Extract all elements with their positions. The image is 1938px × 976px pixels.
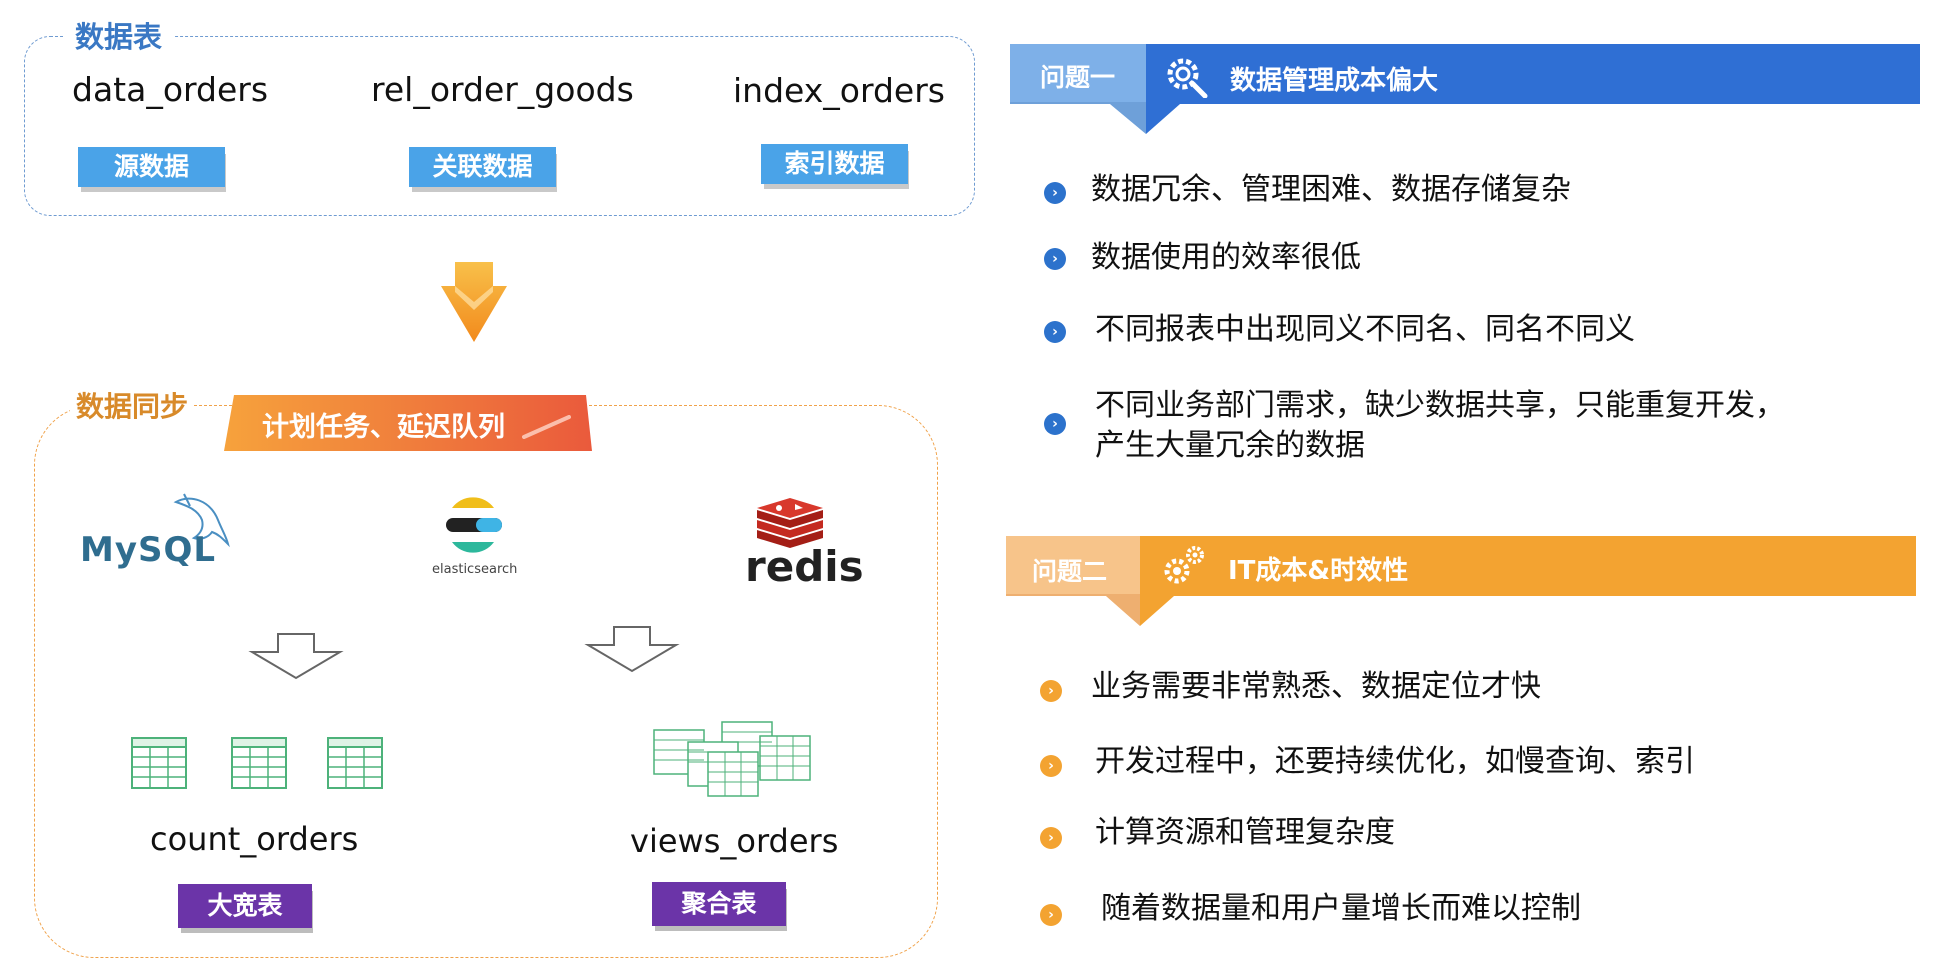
sync-box — [34, 405, 938, 958]
redis-icon — [757, 498, 823, 548]
problem-two-bullet-3: 计算资源和管理复杂度 — [1095, 815, 1395, 850]
bullet-icon: › — [1044, 248, 1066, 270]
elasticsearch-logo: elasticsearch — [432, 494, 552, 584]
problem-one-bullet-2: 数据使用的效率很低 — [1091, 240, 1361, 275]
mysql-logo: MySQL — [80, 492, 240, 582]
problem-two-bullet-2: 开发过程中，还要持续优化，如慢查询、索引 — [1095, 744, 1695, 779]
problem-two-title: IT成本&时效性 — [1228, 556, 1409, 586]
table-name-index-orders: index_orders — [733, 71, 945, 110]
tables-box — [24, 36, 975, 216]
elasticsearch-logo-text: elasticsearch — [432, 562, 518, 577]
bullet-icon: › — [1040, 827, 1062, 849]
tables-section-title: 数据表 — [63, 14, 175, 56]
table-name-data-orders: data_orders — [72, 70, 269, 109]
banner-text: 计划任务、延迟队列 — [262, 412, 505, 443]
sync-section-title: 数据同步 — [70, 385, 195, 425]
mysql-logo-text: MySQL — [80, 530, 217, 570]
down-arrow-icon — [441, 262, 507, 342]
bullet-icon: › — [1040, 680, 1062, 702]
gear-search-icon — [1167, 58, 1208, 98]
problem-one-bullet-3: 不同报表中出现同义不同名、同名不同义 — [1095, 312, 1635, 347]
gears-icon — [1164, 546, 1204, 584]
table-icon — [231, 737, 287, 789]
tag-aggregate-table: 聚合表 — [652, 882, 786, 926]
problem-one-title: 数据管理成本偏大 — [1230, 66, 1439, 96]
problem-two-header-bar — [1006, 536, 1916, 626]
bullet-icon: › — [1044, 413, 1066, 435]
tag-source-data: 源数据 — [78, 147, 225, 187]
banner-ribbon — [224, 395, 592, 451]
tag-index-data: 索引数据 — [761, 144, 908, 184]
output-name-count-orders: count_orders — [150, 820, 359, 858]
stacked-tables-icon — [653, 721, 811, 797]
problem-one-bullet-1: 数据冗余、管理困难、数据存储复杂 — [1091, 172, 1571, 207]
problem-two-label: 问题二 — [1032, 557, 1108, 586]
bullet-icon: › — [1044, 182, 1066, 204]
problem-one-header-bar — [1010, 44, 1920, 134]
redis-logo: redis — [745, 496, 864, 596]
bullet-icon: › — [1044, 321, 1066, 343]
dolphin-icon — [173, 493, 230, 548]
output-name-views-orders: views_orders — [630, 822, 839, 860]
bullet-icon: › — [1040, 904, 1062, 926]
problem-one-bullet-4: 不同业务部门需求，缺少数据共享，只能重复开发， — [1095, 388, 1785, 423]
tag-wide-table: 大宽表 — [178, 884, 312, 928]
hollow-down-arrow-icon — [584, 626, 680, 673]
hollow-down-arrow-icon — [248, 633, 344, 680]
tag-relation-data: 关联数据 — [409, 147, 556, 187]
bullet-icon: › — [1040, 755, 1062, 777]
redis-logo-text: redis — [745, 542, 864, 591]
elasticsearch-icon — [446, 497, 502, 553]
problem-two-bullet-4: 随着数据量和用户量增长而难以控制 — [1101, 891, 1581, 926]
table-icon — [327, 737, 383, 789]
table-icon — [131, 737, 187, 789]
problem-one-bullet-4-cont: 产生大量冗余的数据 — [1095, 428, 1365, 463]
problem-one-label: 问题一 — [1040, 63, 1116, 92]
problem-two-bullet-1: 业务需要非常熟悉、数据定位才快 — [1091, 669, 1541, 704]
table-name-rel-order-goods: rel_order_goods — [371, 70, 634, 109]
